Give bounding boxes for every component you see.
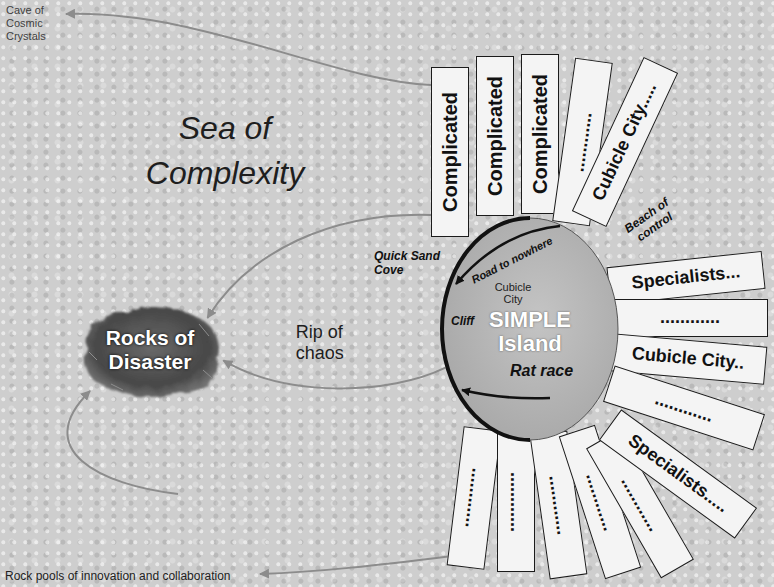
map-label-wrap: Rock pools of innovation and collaborati… (5, 569, 230, 583)
map-label: Sea of Complexity (120, 106, 330, 196)
ray-box: ............ (497, 432, 535, 572)
island-text: SIMPLE Island (480, 308, 580, 356)
current-arrow (223, 360, 445, 388)
leader-line (67, 391, 178, 494)
map-label: Cave of Cosmic Crystals (6, 4, 58, 44)
map-label: Cliff (451, 314, 474, 328)
rocks-blob: Rocks of Disaster (75, 300, 225, 400)
map-label: Beach of control (619, 194, 682, 250)
leader-line (66, 14, 431, 85)
map-label-wrap: Quick Sand Cove (374, 250, 446, 278)
ray-box: Complicated (476, 56, 514, 216)
box-label: ............ (505, 469, 527, 535)
leader-line (260, 556, 452, 574)
box-label: ............ (649, 388, 718, 429)
map-label-wrap: Beach of control (619, 194, 682, 250)
box-label: Cubicle City.. (628, 343, 748, 375)
island-text-wrap: SIMPLE Island (480, 308, 580, 356)
island-text-wrap: Rat race (510, 362, 573, 380)
island-text-wrap: Cubicle City (490, 282, 536, 305)
map-label: Quick Sand Cove (374, 250, 446, 278)
map-label-wrap: Cliff (451, 314, 474, 328)
island-text: Rat race (510, 362, 573, 380)
island-text: Cubicle City (490, 282, 536, 305)
map-label-wrap: Cave of Cosmic Crystals (6, 4, 58, 44)
box-label: Complicated (528, 71, 552, 197)
edge-label-wrap: Rip of chaos (296, 322, 360, 363)
box-label: Complicated (438, 89, 462, 215)
ray-box: Complicated (521, 54, 559, 214)
ray-box: Specialists... (606, 251, 765, 305)
box-label: ............ (459, 464, 488, 532)
edge-label: Rip of chaos (296, 322, 360, 363)
box-label: ............ (543, 471, 574, 539)
map-label-wrap: Sea of Complexity (120, 106, 330, 196)
rocks-label: Rocks of Disaster (95, 326, 205, 374)
ray-box: ............ (612, 299, 768, 337)
map-label: Rock pools of innovation and collaborati… (5, 569, 230, 583)
box-label: Specialists... (628, 261, 745, 295)
box-label: ............ (657, 307, 723, 329)
ray-box: ............ (447, 426, 502, 570)
box-label: Complicated (483, 73, 507, 199)
ray-box: Complicated (431, 67, 469, 237)
